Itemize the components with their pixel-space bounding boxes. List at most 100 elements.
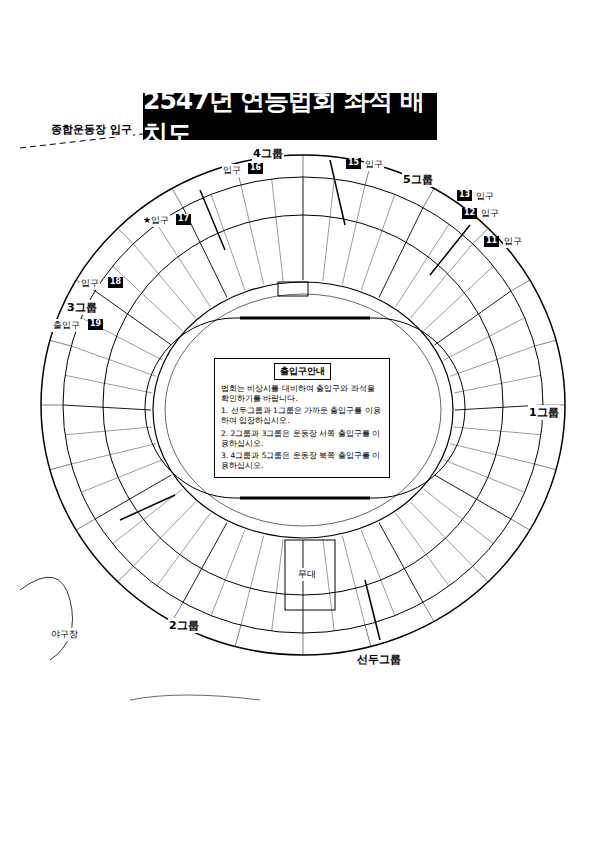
section-line: [81, 318, 162, 361]
section-line: [423, 602, 434, 621]
section-line: [342, 536, 365, 626]
section-line: [183, 523, 227, 603]
section-line: [424, 266, 494, 331]
group-label: 5그룹: [402, 172, 434, 187]
section-line: [454, 375, 541, 393]
section-line: [424, 489, 494, 544]
group-divider: [120, 495, 175, 520]
group-label: 1그룹: [528, 405, 560, 420]
group-label: 3그룹: [66, 300, 98, 315]
section-line: [95, 291, 171, 345]
section-line: [511, 280, 530, 291]
section-line: [65, 427, 152, 435]
gate-label: 입구: [480, 207, 500, 220]
gate-number-text: 12: [464, 208, 475, 217]
section-line: [379, 208, 423, 298]
place-label: 야구장: [50, 628, 79, 641]
section-line: [113, 266, 183, 331]
section-line: [365, 625, 371, 646]
section-line: [241, 185, 264, 285]
section-line: [272, 179, 283, 281]
gate-label: ★입구: [142, 214, 170, 227]
section-lines: [41, 155, 565, 655]
section-line: [50, 340, 71, 346]
road-line: [130, 695, 260, 700]
gate-number-text: 18: [110, 277, 121, 286]
track: [145, 318, 465, 498]
notice-text: 법회는 비상시를 대비하여 출입구와 좌석을 확인하기를 바랍니다.: [221, 384, 383, 404]
group-label: 4그룹: [252, 146, 284, 161]
section-line: [81, 460, 162, 493]
section-line: [272, 539, 283, 631]
group-divider: [365, 580, 380, 640]
group-label: 선두그룹: [356, 652, 402, 667]
gate-number-text: 11: [486, 236, 497, 245]
section-line: [211, 194, 245, 290]
section-line: [410, 502, 472, 566]
gate-label: 입구: [222, 164, 242, 177]
straight: [240, 317, 370, 320]
notice-box: 출입구안내법회는 비상시를 대비하여 출입구와 좌석을 확인하기를 바랍니다.1…: [214, 358, 390, 478]
notice-text: 2. 2그룹과 3그룹은 운동장 서쪽 출입구를 이용하십시오.: [221, 429, 383, 449]
gate-label: 입구: [475, 190, 495, 203]
section-line: [379, 523, 423, 603]
section-line: [71, 346, 156, 376]
gate-label: 입구: [503, 235, 523, 248]
gate-number: 13: [457, 190, 472, 201]
gate-number-text: 19: [90, 319, 101, 328]
section-line: [133, 244, 195, 318]
section-line: [157, 513, 211, 586]
section-line: [65, 375, 152, 393]
group-label: 2그룹: [168, 618, 200, 633]
group-divider: [200, 190, 225, 250]
section-line: [535, 464, 556, 470]
section-line: [303, 540, 304, 633]
upper-ring: [63, 177, 543, 633]
inner-ring: [153, 282, 453, 538]
notice-heading: 출입구안내: [274, 363, 331, 380]
section-line: [157, 224, 211, 307]
section-line: [473, 566, 489, 582]
road-line: [20, 577, 73, 660]
section-line: [241, 536, 264, 626]
gate-number-text: 15: [348, 158, 359, 167]
gate-number: 12: [462, 208, 477, 219]
section-line: [133, 502, 195, 566]
gate-number: 19: [88, 319, 103, 330]
gate-number-text: 13: [459, 190, 470, 199]
section-line: [63, 405, 151, 410]
section-line: [76, 519, 95, 530]
stage-label: 무대: [297, 568, 317, 581]
section-line: [71, 444, 156, 464]
outer-wall: [41, 155, 565, 655]
section-line: [172, 188, 183, 207]
gate-number: 16: [248, 163, 263, 174]
gate-number: 18: [108, 277, 123, 288]
section-line: [535, 340, 556, 346]
section-line: [95, 475, 171, 519]
section-line: [450, 444, 535, 464]
gate-number: 15: [346, 158, 361, 169]
gate-number-text: 17: [178, 214, 189, 223]
gate-label: 입구: [80, 277, 100, 290]
title-banner: 2547년 연등법회 좌석 배치도: [143, 93, 437, 140]
straight: [240, 497, 370, 500]
stand-box: [278, 282, 308, 296]
section-line: [454, 427, 541, 435]
section-line: [303, 155, 304, 177]
section-line: [323, 179, 334, 281]
notice-text: 3. 4그룹과 5그룹은 운동장 북쪽 출입구를 이용하십시오.: [221, 451, 383, 471]
section-line: [235, 625, 241, 646]
entrance-label: 종합운동장 입구: [50, 122, 133, 137]
section-line: [511, 519, 530, 530]
section-line: [113, 489, 183, 544]
notice-text: 1. 선두그룹과 1그룹은 가까운 출입구를 이용하여 입장하십시오.: [221, 406, 383, 426]
section-line: [323, 539, 334, 631]
section-line: [41, 405, 63, 406]
section-line: [396, 224, 450, 307]
section-line: [396, 513, 450, 586]
section-line: [435, 475, 511, 519]
section-line: [118, 228, 134, 244]
section-line: [342, 185, 365, 285]
gate-number: 11: [484, 236, 499, 247]
